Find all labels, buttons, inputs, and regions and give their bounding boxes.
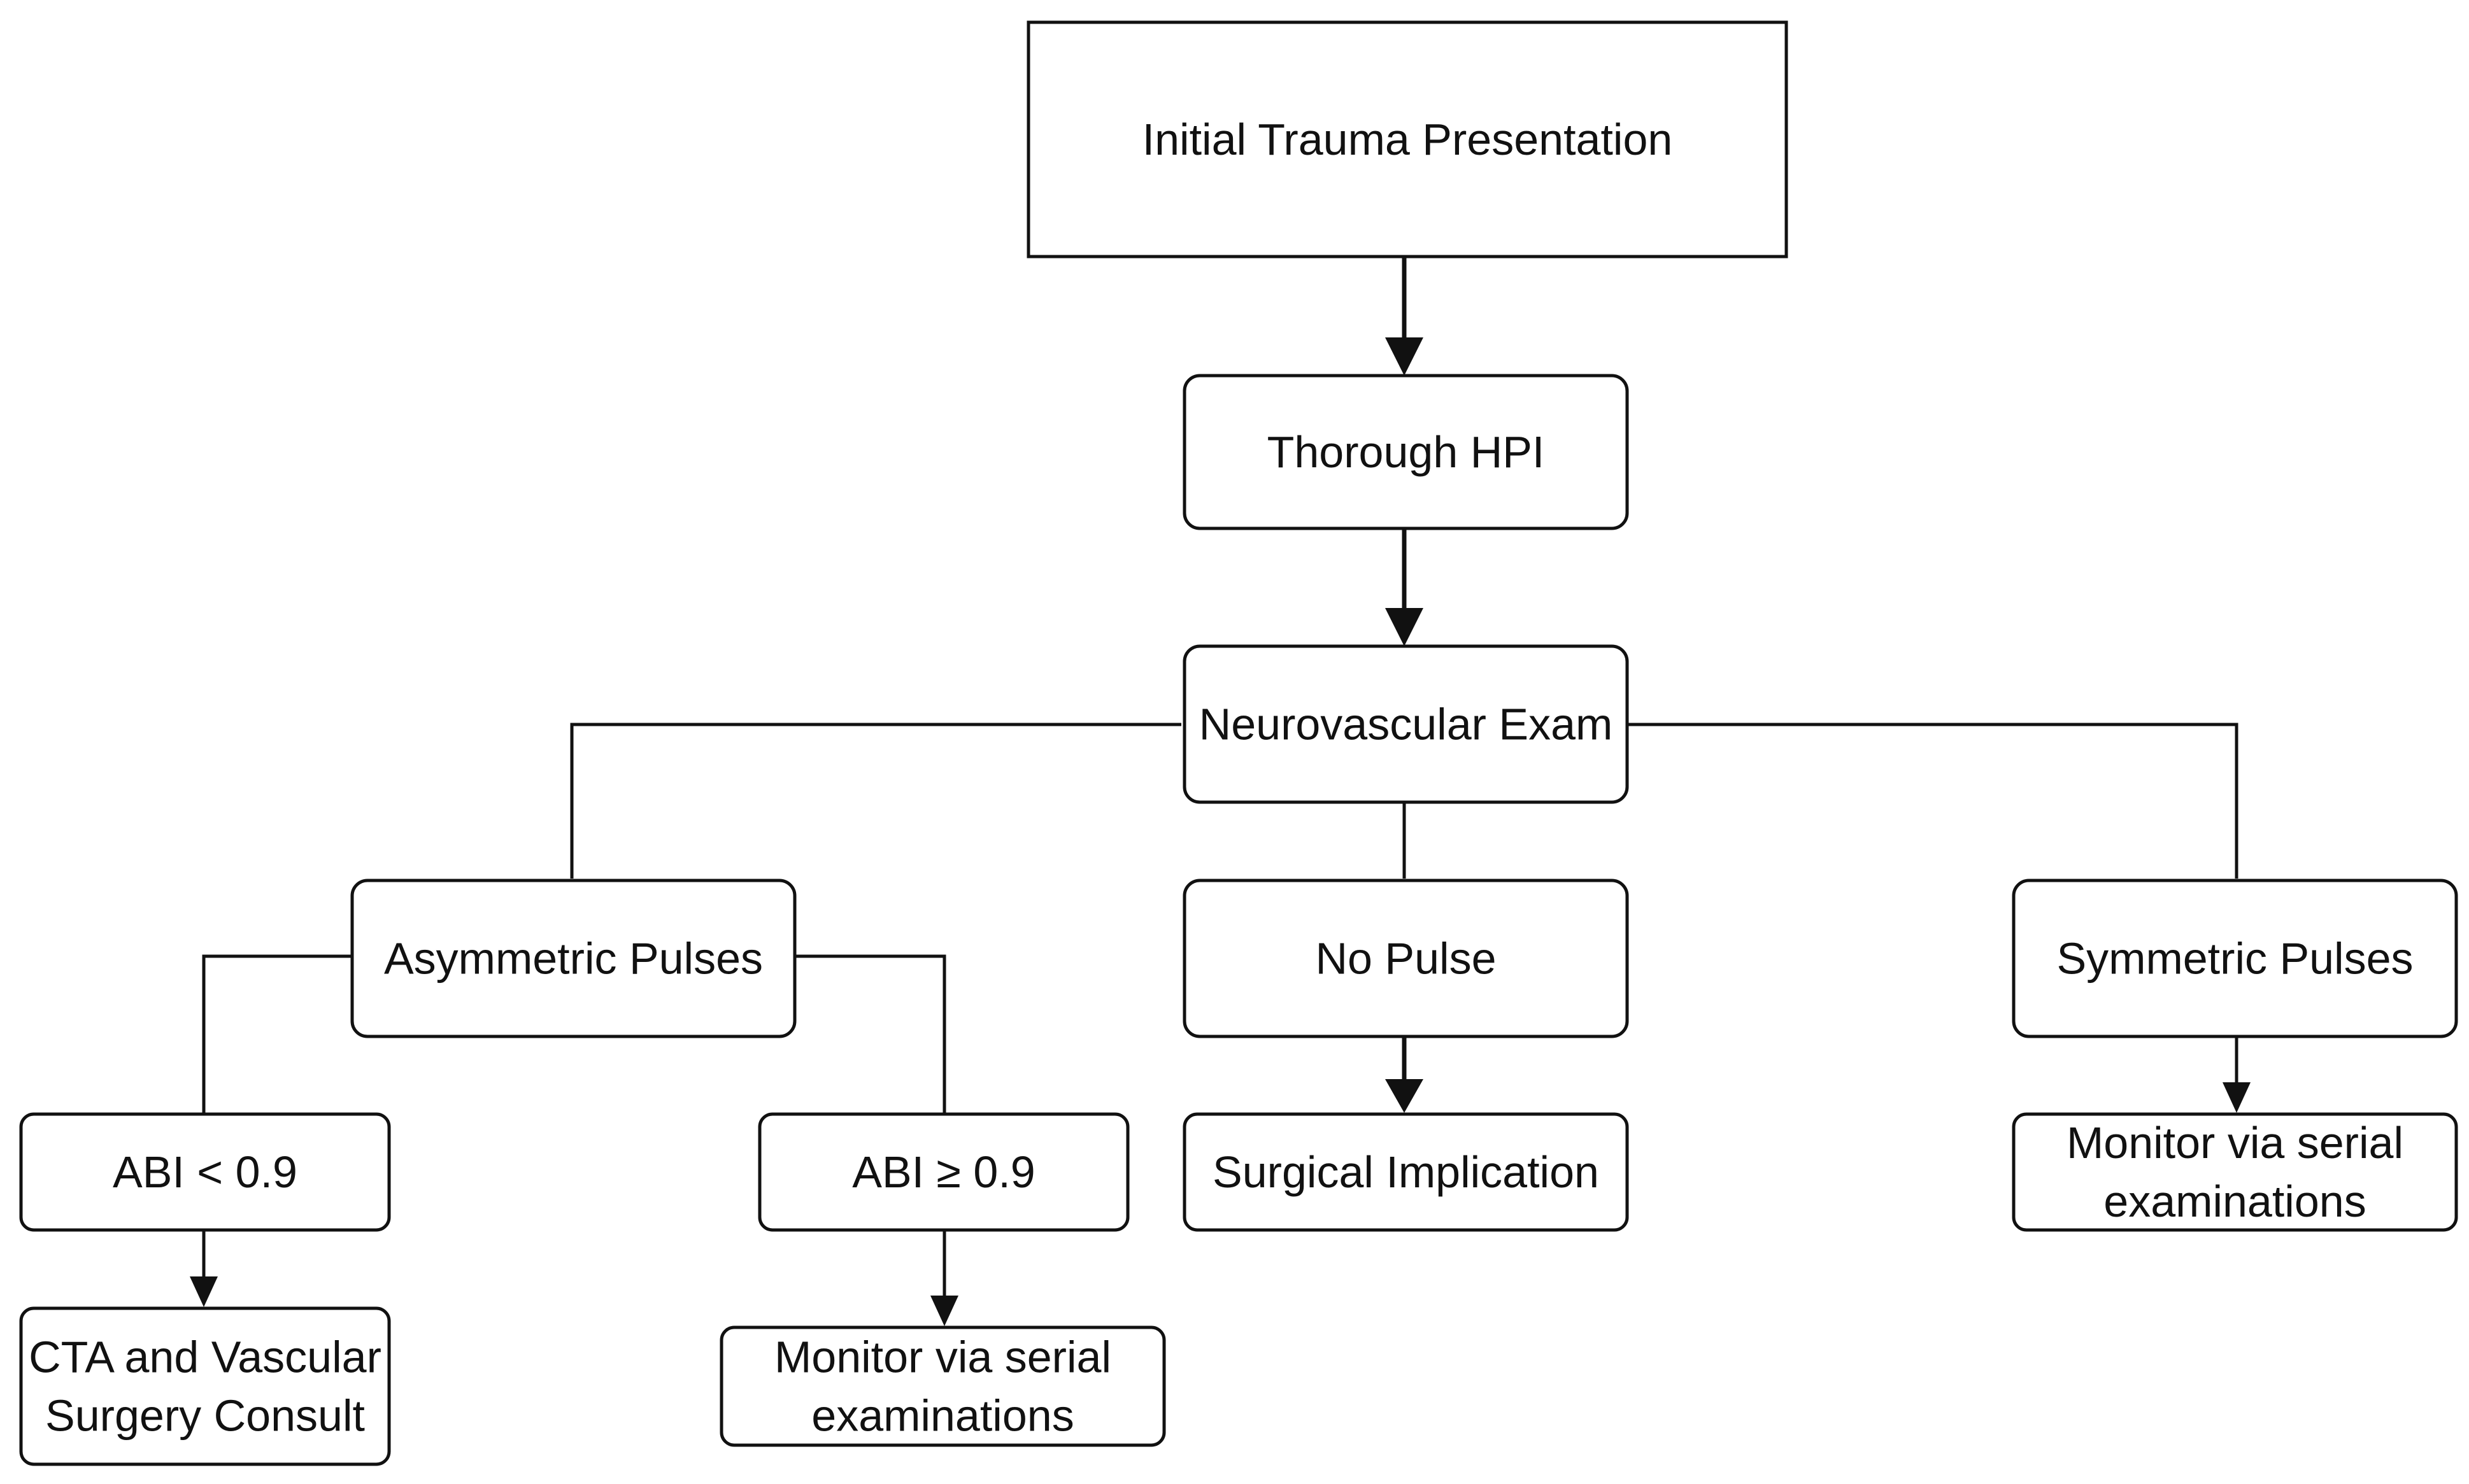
node-abi-low: ABI < 0.9	[19, 1112, 391, 1232]
node-neurovascular-exam: Neurovascular Exam	[1183, 644, 1629, 804]
connector-asymmetric-to-abi-high	[794, 954, 946, 1113]
node-no-pulse: No Pulse	[1183, 879, 1629, 1038]
node-label-line: Monitor via serial	[774, 1332, 1111, 1382]
connector-exam-to-symmetric	[1627, 723, 2238, 879]
node-label-line: Surgery Consult	[45, 1391, 365, 1441]
node-thorough-hpi: Thorough HPI	[1183, 374, 1629, 530]
node-label-line: Neurovascular Exam	[1199, 700, 1613, 749]
connector-exam-to-asymmetric	[570, 723, 1181, 879]
node-label-line: examinations	[811, 1391, 1074, 1441]
arrow-symmetric-to-monitor	[2223, 1036, 2251, 1113]
arrow-initial-to-hpi	[1385, 258, 1423, 376]
node-monitor-abi-high: Monitor via serial examinations	[720, 1325, 1166, 1447]
connector-asymmetric-to-abi-low	[202, 954, 352, 1113]
arrow-abi-high-to-monitor	[930, 1230, 958, 1326]
node-label-line: ABI < 0.9	[113, 1147, 297, 1197]
node-monitor-symmetric: Monitor via serial examinations	[2012, 1112, 2458, 1232]
node-surgical-implication: Surgical Implication	[1183, 1112, 1629, 1232]
node-label-line: Symmetric Pulses	[2056, 934, 2413, 984]
node-label-line: examinations	[2103, 1177, 2366, 1226]
node-label-line: Initial Trauma Presentation	[1142, 115, 1673, 164]
arrow-no-pulse-to-surgical	[1385, 1036, 1423, 1113]
node-label-line: CTA and Vascular	[29, 1332, 381, 1382]
node-label-line: Monitor via serial	[2067, 1118, 2403, 1168]
node-abi-high: ABI ≥ 0.9	[758, 1112, 1130, 1232]
node-symmetric-pulses: Symmetric Pulses	[2012, 879, 2458, 1038]
node-asymmetric-pulses: Asymmetric Pulses	[350, 879, 797, 1038]
node-label-line: ABI ≥ 0.9	[852, 1147, 1035, 1197]
node-label-line: Thorough HPI	[1267, 427, 1545, 477]
arrow-hpi-to-exam	[1385, 528, 1423, 646]
node-label-line: No Pulse	[1315, 934, 1496, 984]
arrow-abi-low-to-cta	[190, 1230, 218, 1307]
node-label-line: Asymmetric Pulses	[384, 934, 763, 984]
node-initial-trauma: Initial Trauma Presentation	[1027, 20, 1788, 258]
node-label-line: Surgical Implication	[1213, 1147, 1599, 1197]
